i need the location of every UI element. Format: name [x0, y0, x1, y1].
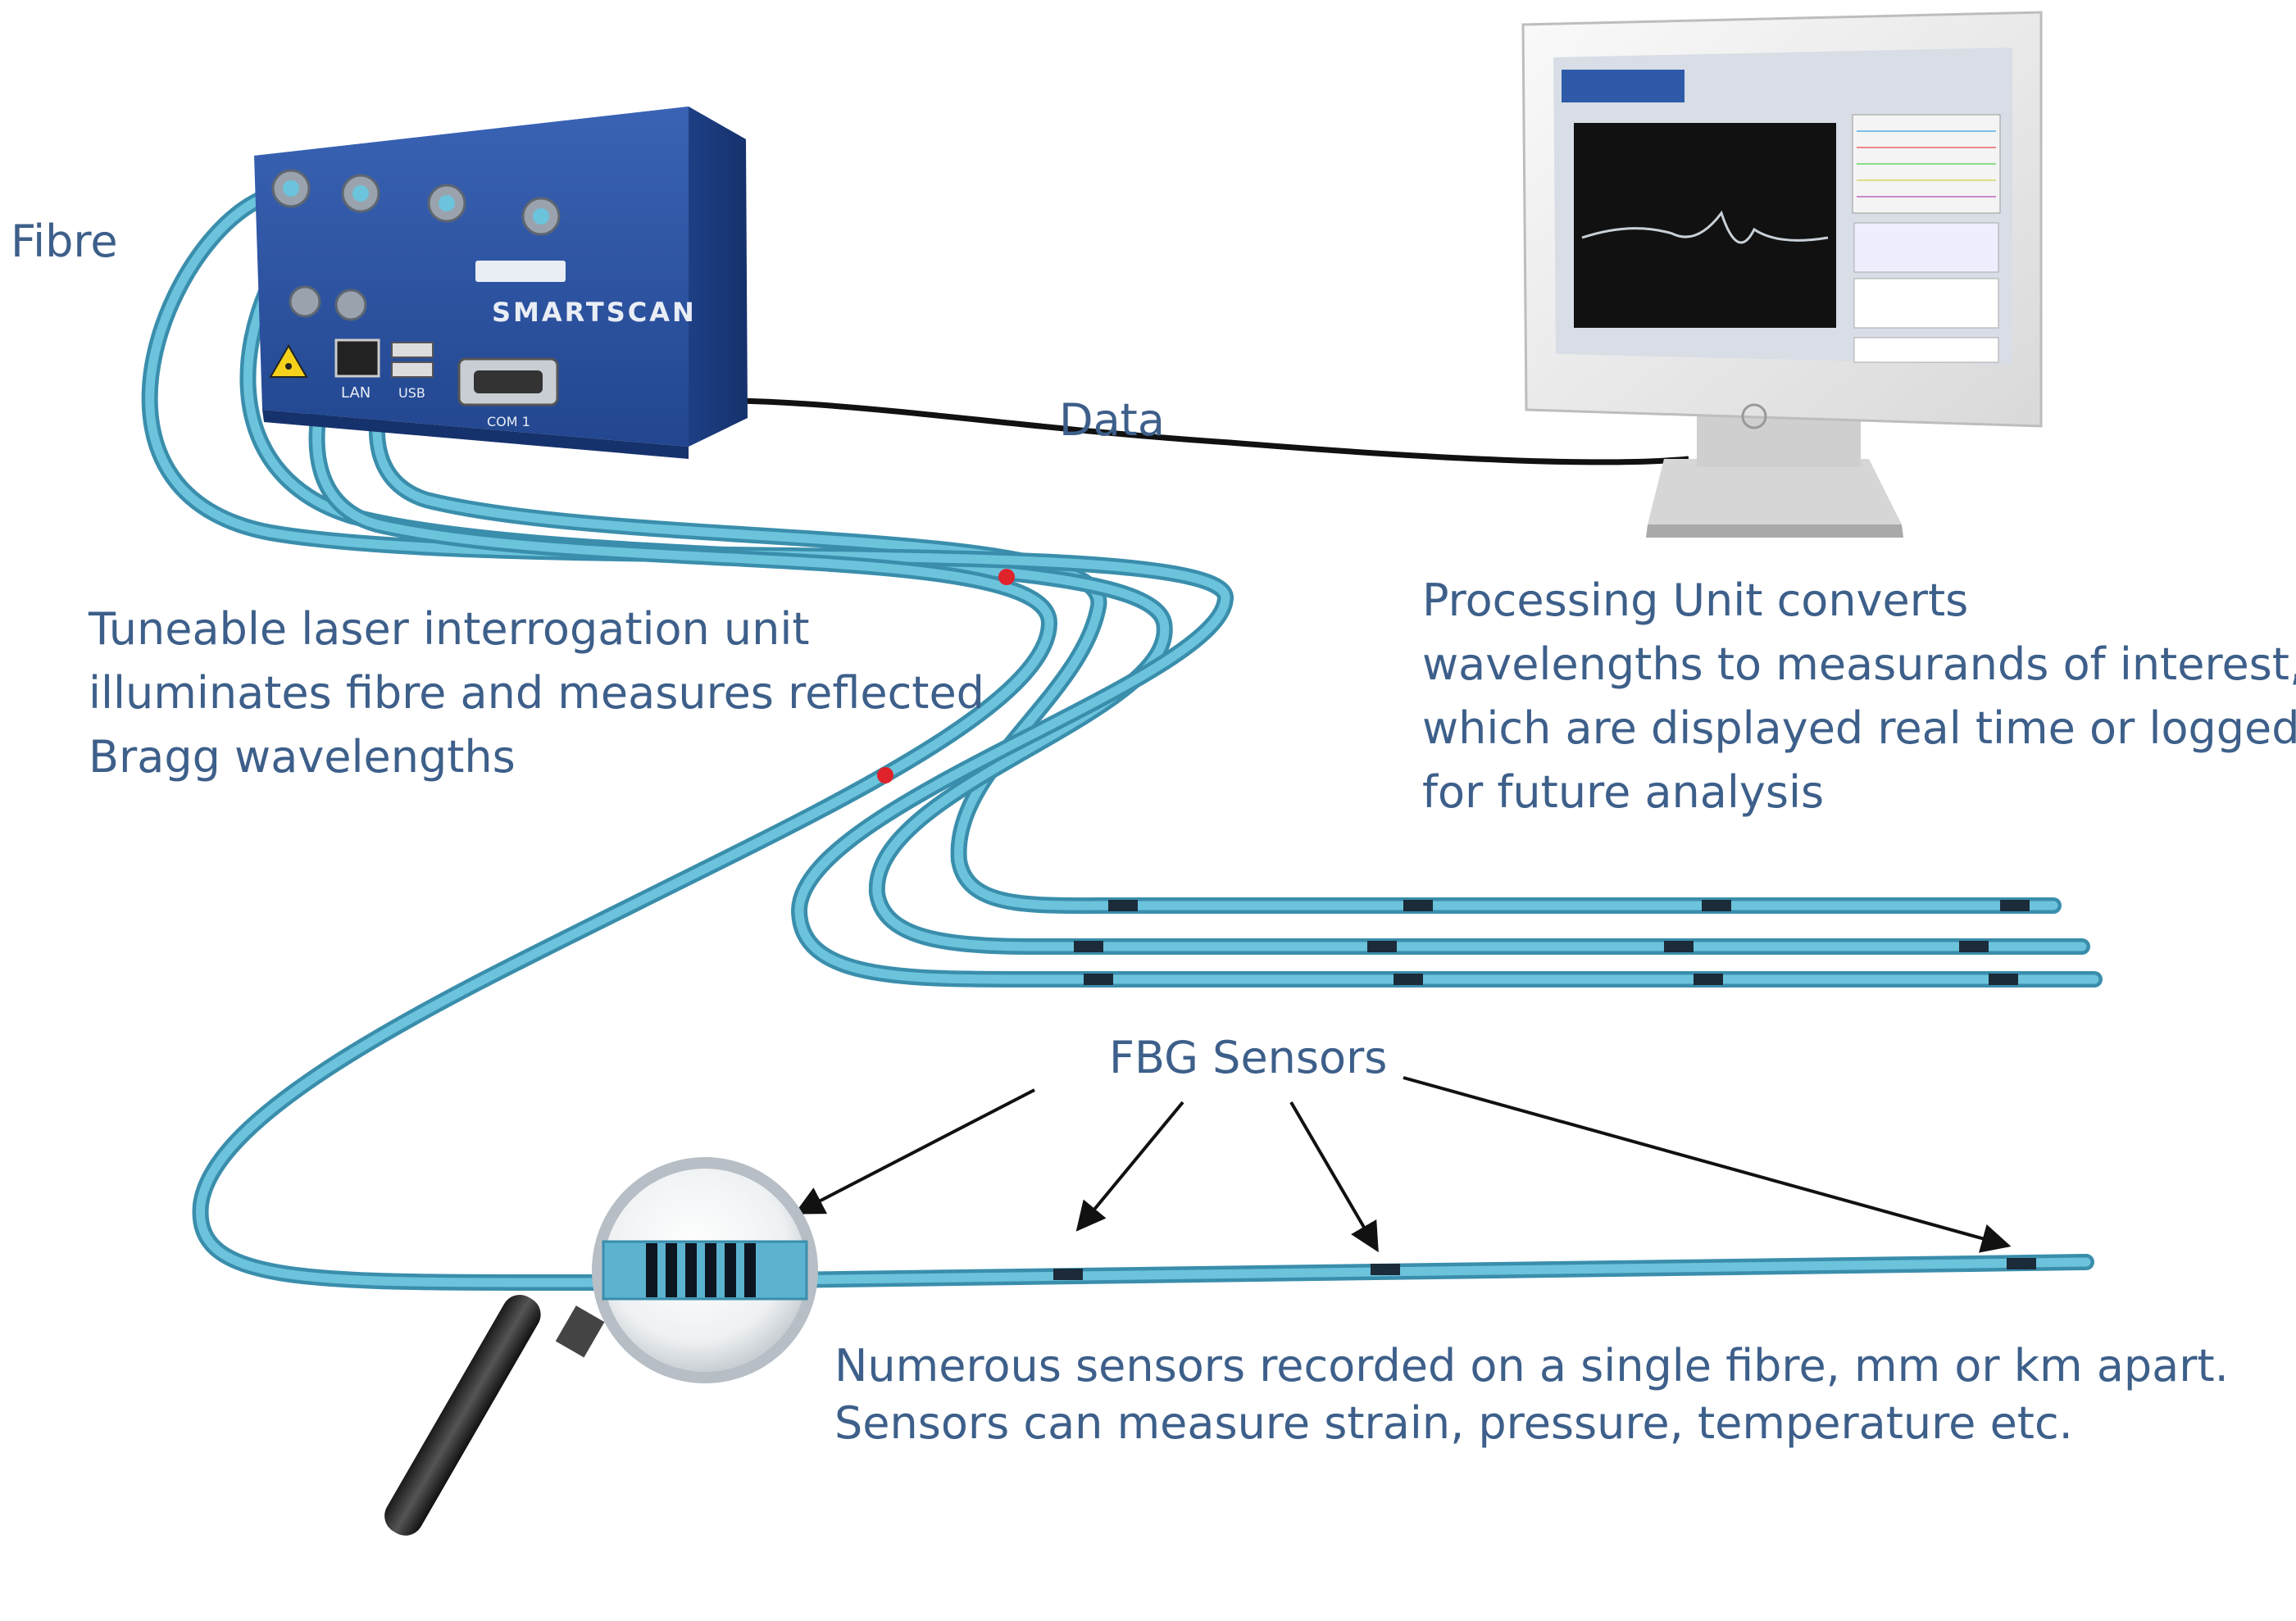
fbg-sensors-label: FBG Sensors [1109, 1032, 1388, 1083]
numerous-line-1: Numerous sensors recorded on a single fi… [834, 1340, 2229, 1392]
com-port-label: COM 1 [487, 414, 530, 429]
processing-line-3: which are displayed real time or logged [1422, 702, 2296, 754]
usb-port [391, 361, 434, 378]
interrogation-line-3: Bragg wavelengths [89, 731, 516, 783]
sensor-arrows [793, 1076, 2012, 1253]
interrogation-line-1: Tuneable laser interrogation unit [89, 603, 810, 655]
processing-line-4: for future analysis [1422, 766, 1825, 818]
usb-port-label: USB [398, 385, 425, 401]
grating-marks-line-1 [1108, 900, 2030, 911]
grating-magnified [646, 1243, 756, 1297]
processing-line-1: Processing Unit converts [1422, 574, 1969, 626]
fibre-marker-dot [998, 569, 1015, 585]
processing-description: Processing Unit converts wavelengths to … [1422, 569, 2296, 824]
lan-port [334, 338, 380, 378]
fibre-marker-dot [877, 767, 893, 783]
usb-port [391, 342, 434, 358]
lan-port-label: LAN [341, 384, 371, 402]
grating-marks-line-3 [1084, 974, 2018, 985]
numerous-line-2: Sensors can measure strain, pressure, te… [834, 1397, 2073, 1449]
fibre-label: Fibre [11, 216, 118, 267]
interrogation-description: Tuneable laser interrogation unit illumi… [89, 597, 984, 789]
device-brand: SMARTSCAN [492, 297, 697, 328]
data-label: Data [1059, 394, 1165, 446]
grating-marks-line-4 [1053, 1258, 2036, 1280]
laser-warning-icon [269, 344, 308, 378]
data-cable [647, 397, 1689, 465]
fibre-line-4 [192, 193, 2094, 1292]
processing-line-2: wavelengths to measurands of interest, [1422, 638, 2296, 690]
fibre-line-2 [239, 188, 2090, 956]
monitor-icon [1521, 11, 2043, 538]
interrogator-device-icon: SMARTSCAN LAN USB COM 1 [254, 107, 748, 459]
interrogation-line-2: illuminates fibre and measures reflected [89, 667, 984, 719]
numerous-sensors-description: Numerous sensors recorded on a single fi… [834, 1337, 2229, 1452]
fibre-line-3 [141, 184, 2103, 988]
magnifier-icon [384, 1157, 818, 1536]
grating-marks-line-2 [1074, 941, 1989, 952]
